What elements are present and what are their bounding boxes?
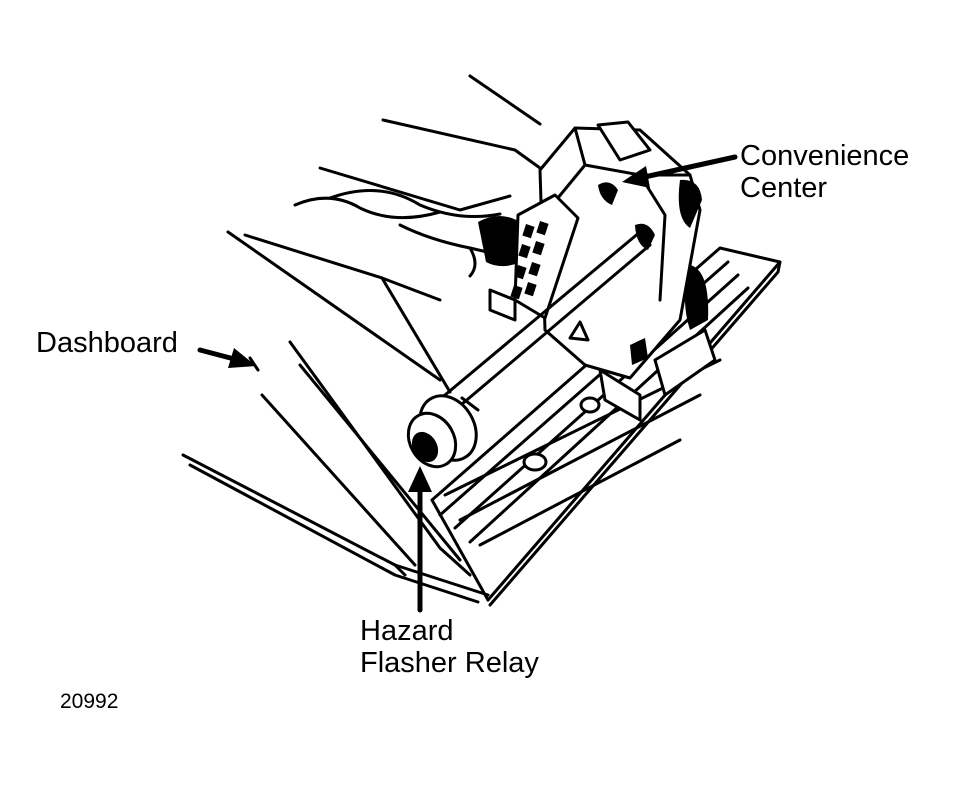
hazard-flasher-relay-label-line1: Hazard [360, 615, 454, 647]
convenience-center-label: Convenience Center [740, 140, 909, 204]
dashboard-label: Dashboard [36, 327, 178, 359]
arrow-dashboard [197, 347, 256, 368]
convenience-center-housing [488, 120, 717, 422]
hazard-flasher-relay-label: Hazard Flasher Relay [360, 615, 539, 679]
arrow-hazard-flasher-relay [408, 466, 432, 613]
arrow-convenience-center [622, 154, 738, 188]
hazard-flasher-relay-label-line2: Flasher Relay [360, 647, 539, 679]
convenience-center-label-line1: Convenience [740, 140, 910, 172]
relay-shaft [443, 230, 652, 412]
hazard-flasher-relay [406, 394, 480, 469]
dashboard-panel [181, 74, 542, 604]
figure-number: 20992 [60, 690, 119, 713]
convenience-center-label-line2: Center [740, 172, 828, 204]
